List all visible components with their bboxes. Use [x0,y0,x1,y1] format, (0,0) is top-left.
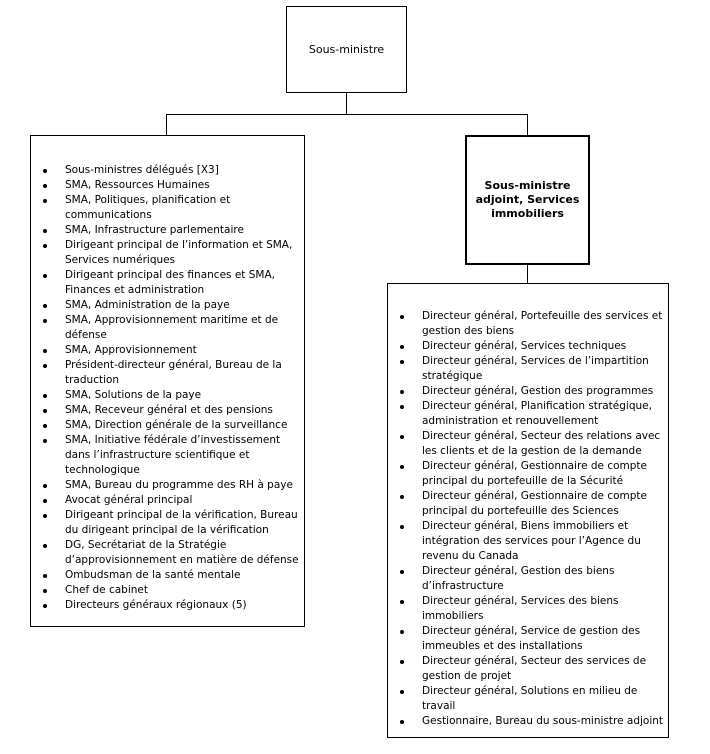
deputy-minister-label: Sous-ministre [308,43,385,56]
right-list: Directeur général, Portefeuille des serv… [396,309,666,729]
list-item: SMA, Ressources Humaines [39,178,301,193]
list-item: SMA, Administration de la paye [39,298,301,313]
list-item: SMA, Approvisionnement [39,343,301,358]
list-item: SMA, Direction générale de la surveillan… [39,418,301,433]
list-item: SMA, Initiative fédérale d’investissemen… [39,433,301,478]
list-item: Directeur général, Solutions en milieu d… [396,684,666,714]
list-item: Directeur général, Services techniques [396,339,666,354]
list-item: Directeur général, Portefeuille des serv… [396,309,666,339]
right-list-box: Directeur général, Portefeuille des serv… [387,283,669,738]
list-item: SMA, Bureau du programme des RH à paye [39,478,301,493]
list-item: SMA, Receveur général et des pensions [39,403,301,418]
list-item: SMA, Approvisionnement maritime et de dé… [39,313,301,343]
list-item: Dirigeant principal des finances et SMA,… [39,268,301,298]
list-item: Directeur général, Secteur des relations… [396,429,666,459]
deputy-minister-box: Sous-ministre [286,6,407,93]
list-item: Directeurs généraux régionaux (5) [39,598,301,613]
list-item: Gestionnaire, Bureau du sous-ministre ad… [396,714,666,729]
connector-sma-down [527,265,528,283]
list-item: Directeur général, Gestionnaire de compt… [396,459,666,489]
list-item: Dirigeant principal de l’information et … [39,238,301,268]
list-item: SMA, Politiques, planification et commun… [39,193,301,223]
list-item: SMA, Solutions de la paye [39,388,301,403]
connector-left-down [166,114,167,135]
adm-real-property-label: Sous-ministre adjoint, Services immobili… [475,179,580,220]
list-item: Directeur général, Service de gestion de… [396,624,666,654]
list-item: Directeur général, Gestion des programme… [396,384,666,399]
list-item: SMA, Infrastructure parlementaire [39,223,301,238]
list-item: Directeur général, Biens immobiliers et … [396,519,666,564]
list-item: Directeur général, Gestionnaire de compt… [396,489,666,519]
list-item: Directeur général, Services des biens im… [396,594,666,624]
list-item: Directeur général, Services de l’imparti… [396,354,666,384]
list-item: Sous-ministres délégués [X3] [39,163,301,178]
list-item: Ombudsman de la santé mentale [39,568,301,583]
list-item: Président-directeur général, Bureau de l… [39,358,301,388]
list-item: Directeur général, Planification stratég… [396,399,666,429]
left-list-box: Sous-ministres délégués [X3]SMA, Ressour… [30,135,305,627]
adm-real-property-box: Sous-ministre adjoint, Services immobili… [465,135,590,265]
connector-right-down [527,114,528,135]
connector-top-down [346,93,347,114]
list-item: Chef de cabinet [39,583,301,598]
list-item: Dirigeant principal de la vérification, … [39,508,301,538]
left-list: Sous-ministres délégués [X3]SMA, Ressour… [39,163,301,613]
list-item: Avocat général principal [39,493,301,508]
list-item: DG, Secrétariat de la Stratégie d’approv… [39,538,301,568]
list-item: Directeur général, Secteur des services … [396,654,666,684]
list-item: Directeur général, Gestion des biens d’i… [396,564,666,594]
connector-horizontal [166,114,528,115]
